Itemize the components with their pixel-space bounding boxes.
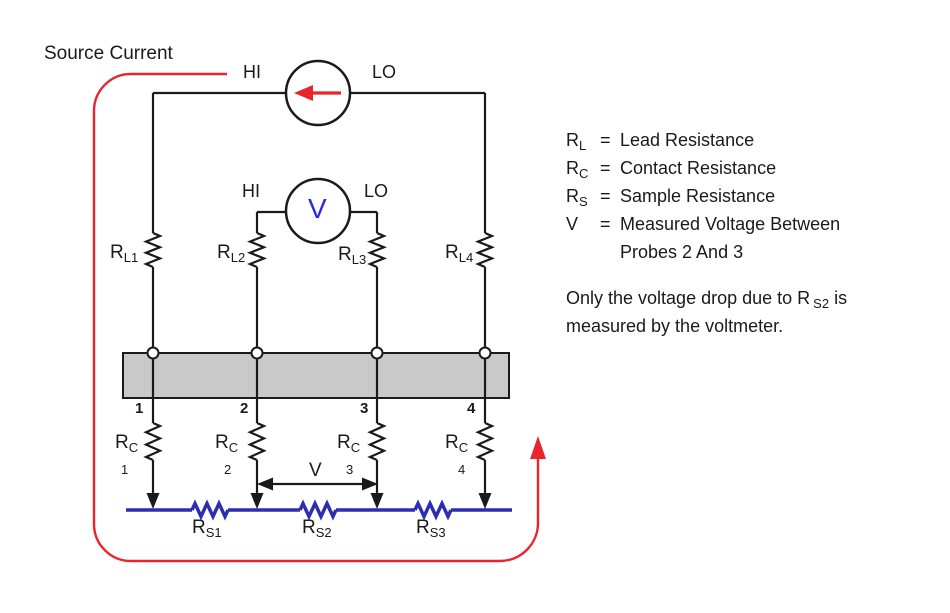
sample-resistor-2-label: RS2 <box>302 517 332 540</box>
source-lo-label: LO <box>372 62 397 82</box>
legend-item-voltage-line2: Probes 2 And 3 <box>620 242 744 262</box>
contact-resistor-1-number: 1 <box>121 462 129 477</box>
lead-resistor-4-label: RL4 <box>445 242 474 265</box>
legend-item-voltage: V=Measured Voltage Between <box>566 214 841 234</box>
contact-resistor-4-label: RC <box>445 432 469 455</box>
legend-item-lead: RL=Lead Resistance <box>566 130 755 153</box>
contact-resistor-2-number: 2 <box>224 462 232 477</box>
contact-node-2 <box>250 346 264 360</box>
source-current-label: Source Current <box>44 43 173 64</box>
sample-line <box>126 499 512 521</box>
sample-resistor-3-label: RS3 <box>416 517 446 540</box>
contact-resistor-4 <box>475 421 495 462</box>
contact-resistor-3-number: 3 <box>346 462 354 477</box>
current-source-icon <box>284 59 352 127</box>
contact-resistor-4-number: 4 <box>458 462 466 477</box>
current-loop-path <box>92 72 540 563</box>
contact-resistor-3 <box>367 421 387 462</box>
sample-resistor-3 <box>413 499 453 521</box>
wire-probe-3 <box>367 212 387 495</box>
voltmeter-hi-label: HI <box>242 181 260 201</box>
lead-resistor-1 <box>143 231 163 269</box>
probe-4-arrowhead-icon <box>478 493 492 509</box>
lead-resistor-4 <box>475 231 495 269</box>
sample-resistor-1-label: RS1 <box>192 517 222 540</box>
contact-resistor-3-label: RC <box>337 432 361 455</box>
loop-arrowhead-icon <box>530 436 546 459</box>
sample-resistor-2 <box>298 499 338 521</box>
source-hi-label: HI <box>243 62 261 82</box>
lead-resistor-2 <box>247 231 267 269</box>
lead-resistor-1-label: RL1 <box>110 242 139 265</box>
contact-node-1 <box>146 346 160 360</box>
probe-number-2: 2 <box>240 400 249 417</box>
contact-resistor-1 <box>143 421 163 462</box>
contact-resistor-2 <box>247 421 267 462</box>
voltage-arrow-label: V <box>309 460 322 481</box>
lead-resistor-3 <box>367 231 387 269</box>
wire-probe-4 <box>475 93 495 495</box>
legend-item-sample: RS=Sample Resistance <box>566 186 776 209</box>
contact-node-3 <box>370 346 384 360</box>
contact-node-4 <box>478 346 492 360</box>
voltmeter-lo-label: LO <box>364 181 389 201</box>
voltmeter-icon <box>284 177 352 245</box>
lead-resistor-2-label: RL2 <box>217 242 246 265</box>
probe-bar <box>122 352 510 399</box>
lead-resistor-3-label: RL3 <box>338 244 367 267</box>
voltmeter-symbol: V <box>308 193 327 224</box>
legend: RL=Lead Resistance RC=Contact Resistance… <box>566 127 840 266</box>
contact-resistor-1-label: RC <box>115 432 139 455</box>
probe-number-3: 3 <box>360 400 369 417</box>
probe-number-4: 4 <box>467 400 476 417</box>
wire-probe-1 <box>143 93 163 495</box>
probe-number-1: 1 <box>135 400 144 417</box>
contact-resistor-2-label: RC <box>215 432 239 455</box>
probe-1-arrowhead-icon <box>146 493 160 509</box>
voltage-measure-arrow <box>257 477 378 491</box>
voltmeter-note-line2: measured by the voltmeter. <box>566 316 784 336</box>
probe-3-arrowhead-icon <box>370 493 384 509</box>
legend-item-contact: RC=Contact Resistance <box>566 158 777 181</box>
wire-probe-2 <box>247 212 267 495</box>
probe-2-arrowhead-icon <box>250 493 264 509</box>
sample-resistor-1 <box>190 499 230 521</box>
